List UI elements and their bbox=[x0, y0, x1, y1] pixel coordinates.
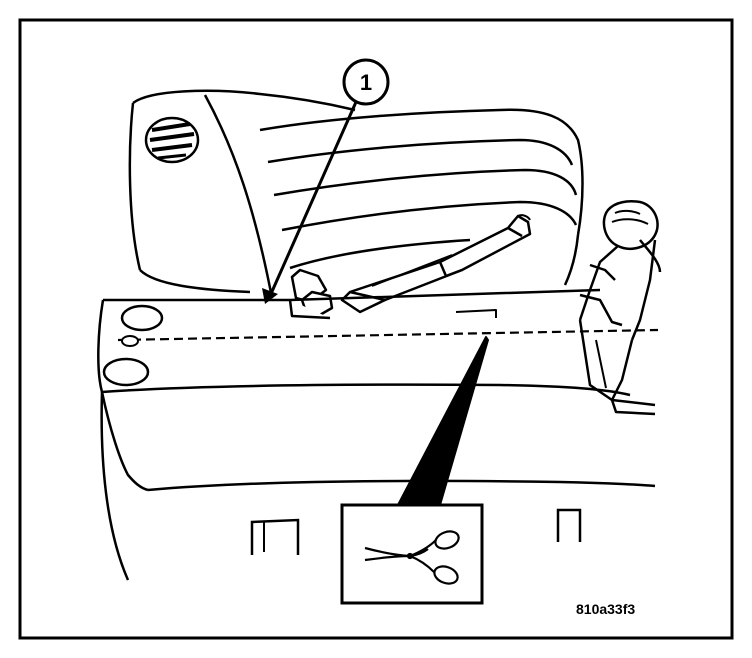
cup-holder-front bbox=[102, 357, 150, 387]
console-bracket bbox=[288, 268, 334, 320]
parking-brake-lever bbox=[340, 214, 532, 314]
console-side-upper-crease bbox=[101, 383, 631, 397]
seat-cushion-top bbox=[259, 108, 584, 236]
console-top-edge bbox=[103, 288, 601, 302]
seat-back-bottom-edge bbox=[139, 269, 251, 294]
seat-cushion-seam-4 bbox=[289, 238, 471, 270]
console-side-lower-edge bbox=[147, 479, 656, 492]
recliner-knob bbox=[144, 116, 200, 164]
floor-bracket-left bbox=[250, 518, 300, 555]
console-rear-lower bbox=[100, 391, 149, 492]
scissors-icon bbox=[364, 530, 460, 585]
seat bbox=[128, 89, 584, 299]
center-console bbox=[97, 288, 656, 581]
callout-number: 1 bbox=[360, 70, 372, 95]
seat-cushion-seam-1 bbox=[267, 138, 574, 166]
shift-knob bbox=[602, 200, 659, 250]
seat-back-left-edge bbox=[128, 102, 142, 271]
seat-cushion-seam-2 bbox=[273, 168, 578, 197]
seat-cushion-seam-3 bbox=[281, 200, 578, 232]
seat-back-top-edge bbox=[132, 89, 356, 112]
cut-line bbox=[117, 328, 659, 342]
callout-leader-line bbox=[268, 101, 358, 297]
callout-balloon bbox=[342, 58, 390, 106]
seat-cushion-front bbox=[563, 234, 580, 286]
console-rear-edge bbox=[97, 299, 105, 393]
floor-bracket-right bbox=[556, 508, 582, 542]
top-slot bbox=[455, 309, 497, 318]
cut-line-start-marker bbox=[121, 335, 139, 347]
seat-back-inner-edge bbox=[203, 94, 274, 299]
console-front-curve bbox=[100, 391, 130, 581]
figure-code: 810a33f3 bbox=[576, 601, 635, 617]
floor-brackets bbox=[250, 508, 582, 555]
callout-arrowhead bbox=[262, 288, 278, 304]
cup-holder-rear bbox=[120, 304, 164, 332]
